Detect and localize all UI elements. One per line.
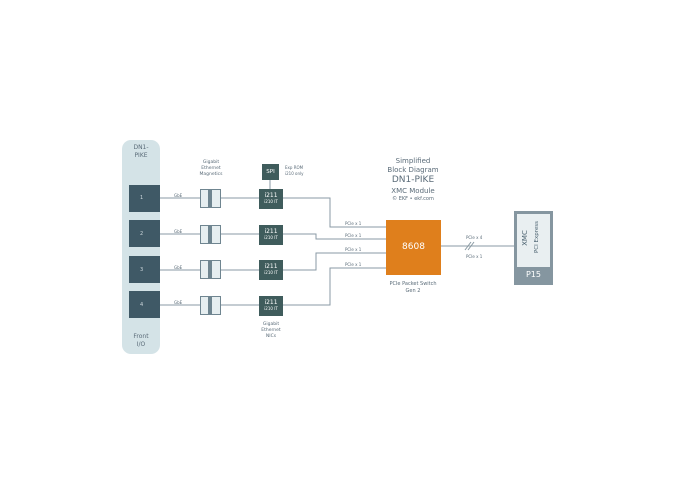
pcie-x1-label-3: PCIe x 1	[345, 247, 362, 252]
pcie-switch: 8608	[386, 220, 441, 275]
xmc-label-line2: PCI Express	[534, 221, 540, 254]
nic-chip-alt-4: i210 IT	[264, 306, 278, 311]
nics-label-line3: NICs	[265, 334, 277, 339]
ethernet-port-1	[129, 185, 160, 212]
ethernet-port-2	[129, 220, 160, 247]
ethernet-port-3	[129, 256, 160, 283]
magnetics-label-line3: Magnetics	[199, 172, 223, 177]
nic-chip-3: i211	[264, 263, 278, 270]
switch-caption-line2: Gen 2	[405, 288, 421, 294]
front-panel-title-line1: DN1-	[133, 144, 149, 151]
pcie-x4-label: PCIe x 4	[466, 235, 483, 240]
nic-chip-alt-2: i210 IT	[264, 235, 278, 240]
magnetics-block-3	[200, 260, 221, 279]
gbe-label-3: GbE	[174, 265, 183, 270]
nic-block-1: i211 i210 IT	[259, 189, 283, 209]
front-panel-title-line2: PIKE	[134, 152, 148, 159]
pcie-link-4	[283, 267, 386, 306]
nic-chip-1: i211	[264, 192, 278, 199]
front-panel-footer-line1: Front	[133, 333, 149, 340]
nic-chip-alt-1: i210 IT	[264, 199, 278, 204]
magnetics-block-1	[200, 189, 221, 208]
nics-label-line2: Ethernet	[261, 328, 281, 333]
gbe-label-4: GbE	[174, 300, 183, 305]
pcie-link-1	[283, 197, 386, 228]
spi-note-line1: Exp ROM	[285, 165, 304, 170]
nic-chip-4: i211	[264, 299, 278, 306]
xmc-connector-id: P15	[525, 270, 541, 279]
nic-block-4: i211 i210 IT	[259, 296, 283, 316]
nic-chip-alt-3: i210 IT	[264, 270, 278, 275]
pcie-x1-label-1: PCIe x 1	[345, 221, 362, 226]
magnetics-label-line1: Gigabit	[202, 160, 220, 165]
pcie-x1-label-4: PCIe x 1	[345, 262, 362, 267]
gbe-label-1: GbE	[174, 193, 183, 198]
title-line2: Block Diagram	[387, 166, 439, 174]
title-line1: Simplified	[395, 157, 431, 165]
magnetics-label-line2: Ethernet	[201, 166, 221, 171]
pcie-x1-label-5: PCIe x 1	[466, 254, 483, 259]
gbe-label-2: GbE	[174, 229, 183, 234]
spi-note-line2: i210 only	[285, 171, 304, 176]
spi-block: SPI	[262, 164, 279, 180]
xmc-connector-face	[517, 214, 550, 267]
front-panel	[122, 140, 160, 354]
front-panel-footer-line2: I/O	[136, 341, 146, 348]
pcie-x1-label-2: PCIe x 1	[345, 233, 362, 238]
nic-chip-2: i211	[264, 228, 278, 235]
bus-slash-2	[467, 241, 475, 251]
magnetics-block-4	[200, 296, 221, 315]
nic-block-3: i211 i210 IT	[259, 260, 283, 280]
port-number-3: 3	[140, 267, 144, 273]
bus-slash-1	[464, 241, 472, 251]
title-line5: © EKF • ekf.com	[392, 196, 434, 202]
pcie-link-2	[283, 233, 386, 240]
nics-label-line1: Gigabit	[262, 322, 280, 327]
xmc-label-line1: XMC	[521, 230, 529, 246]
magnetics-block-2	[200, 225, 221, 244]
nic-block-2: i211 i210 IT	[259, 225, 283, 245]
port-number-4: 4	[140, 302, 144, 308]
port-number-2: 2	[140, 231, 144, 237]
title-line3: DN1-PIKE	[391, 175, 435, 185]
port-number-1: 1	[140, 195, 144, 201]
switch-caption-line1: PCIe Packet Switch	[389, 281, 437, 287]
pcie-link-3	[283, 252, 386, 271]
ethernet-port-4	[129, 291, 160, 318]
title-line4: XMC Module	[391, 187, 435, 195]
